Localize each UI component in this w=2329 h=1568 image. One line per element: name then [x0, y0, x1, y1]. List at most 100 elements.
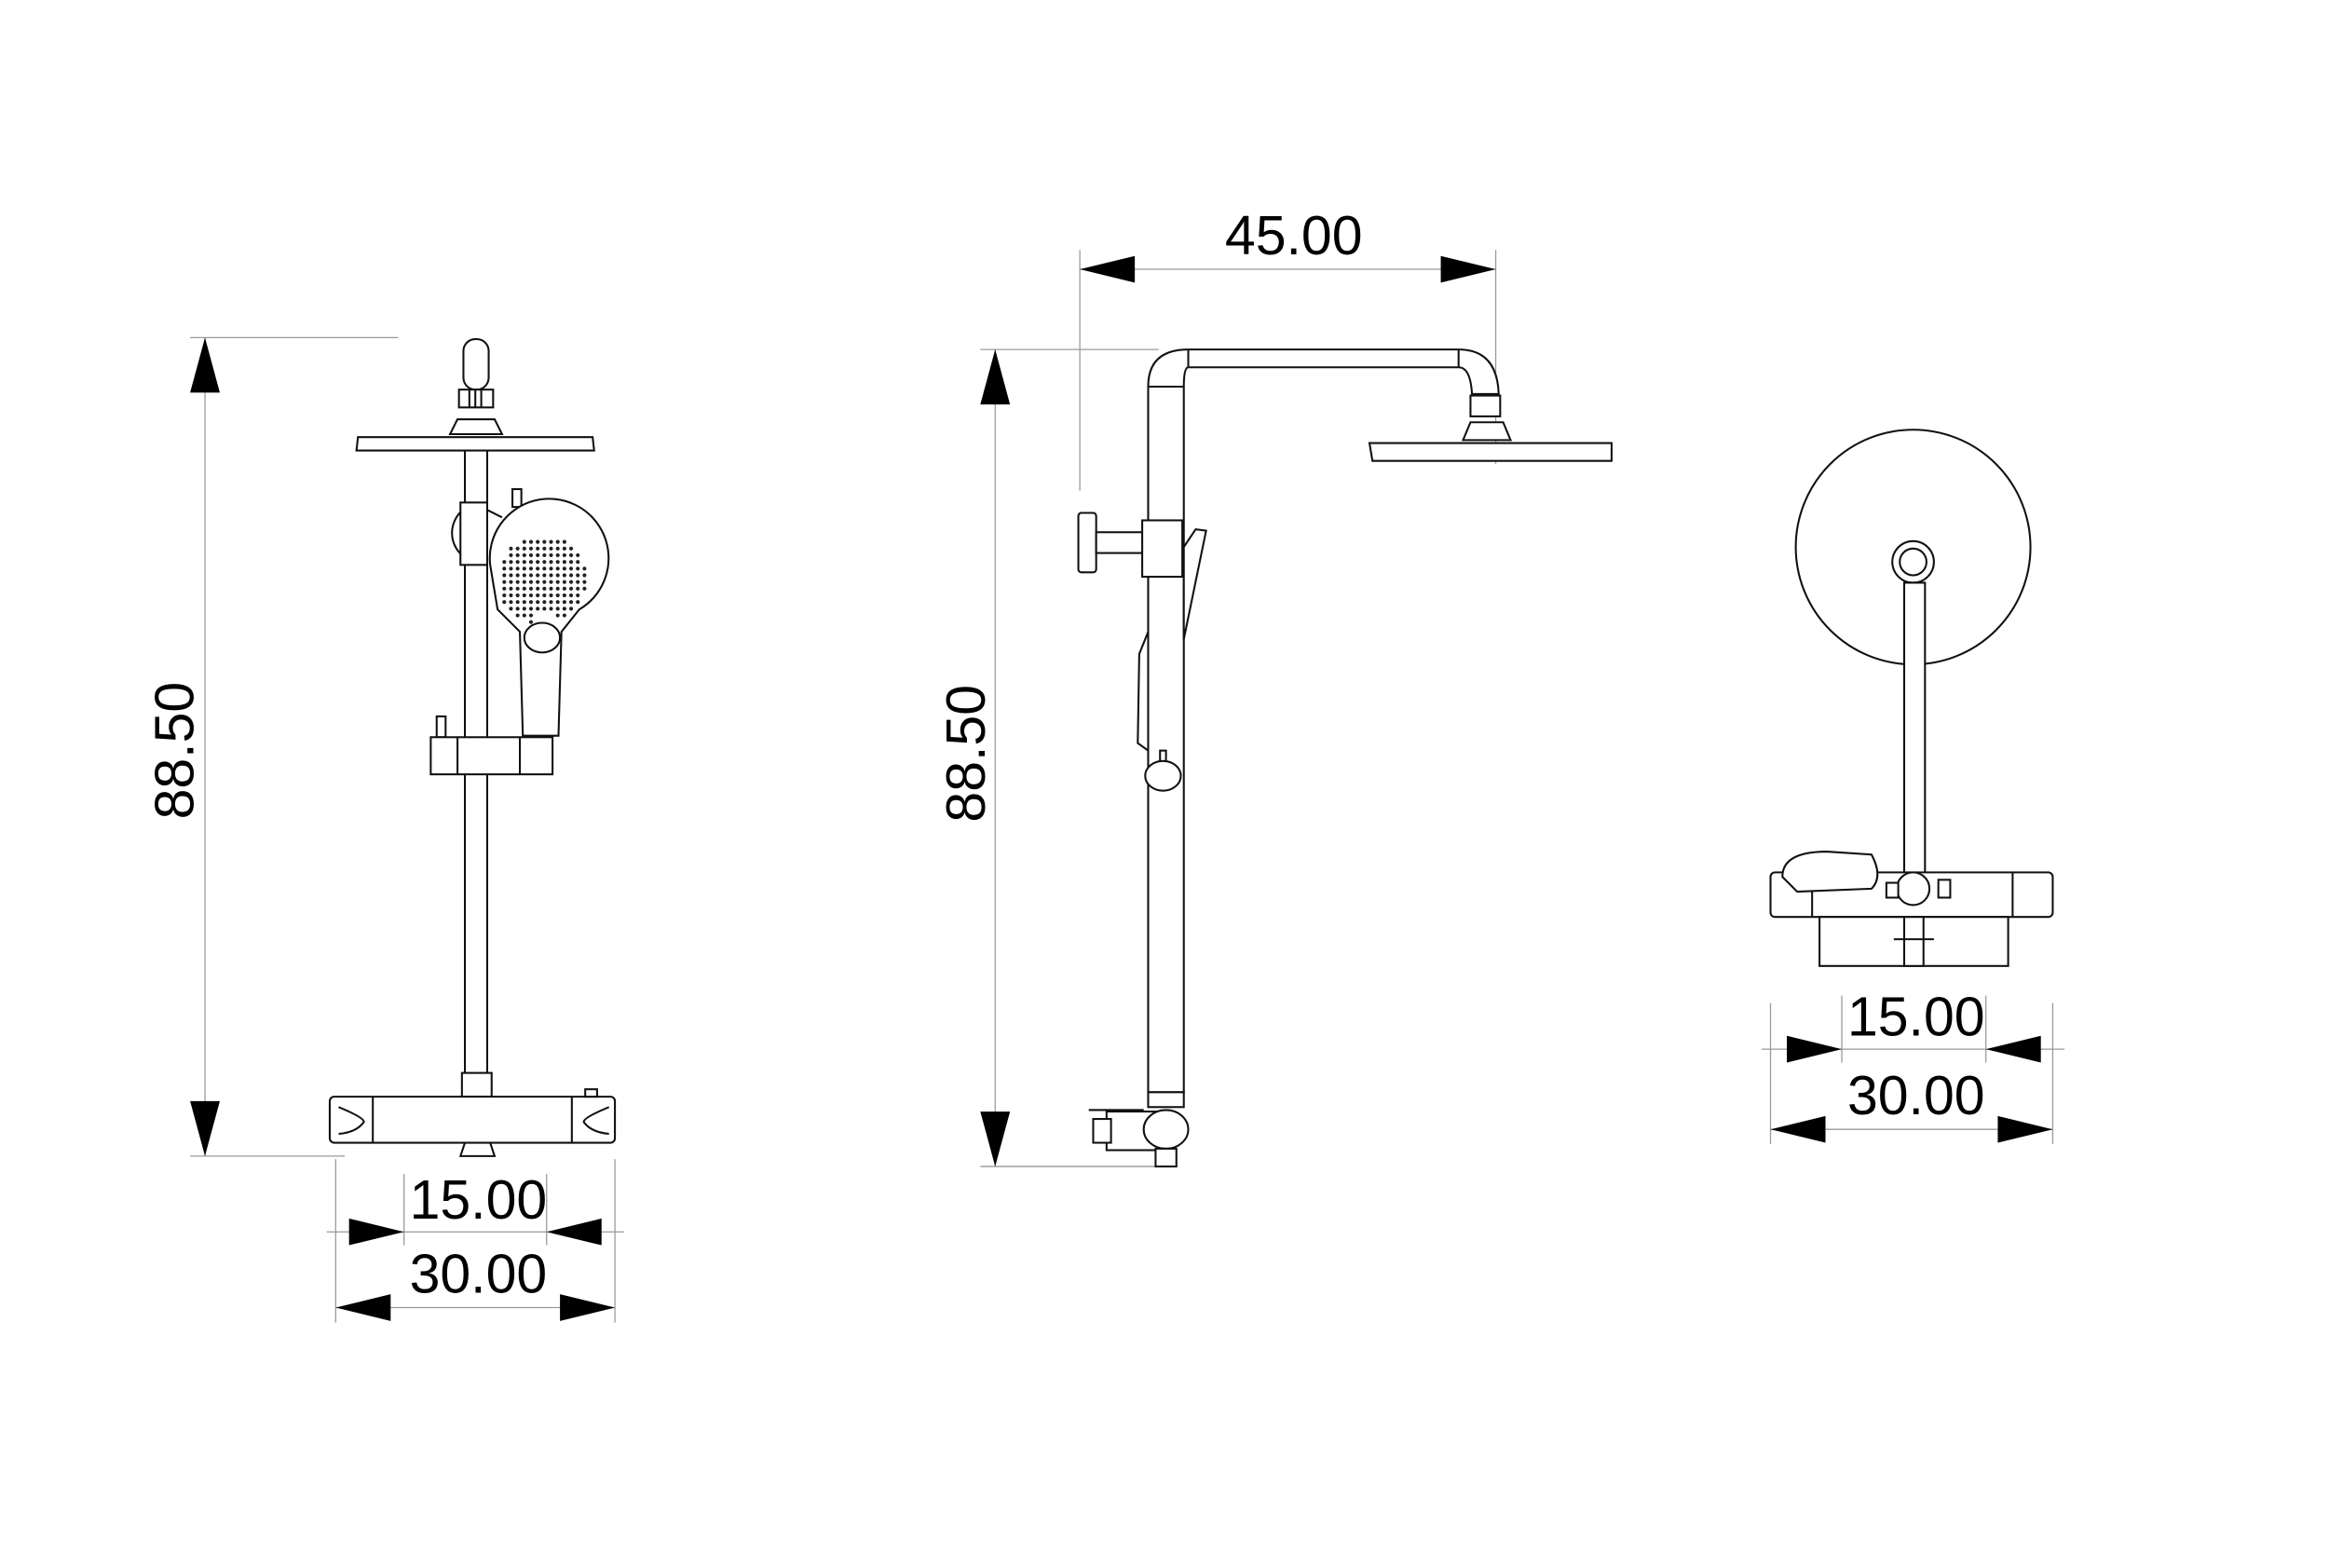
- nozzle-dot: [549, 607, 553, 611]
- nozzle-dot: [515, 566, 520, 571]
- arrow-left: [335, 1294, 391, 1321]
- nozzle-dot: [562, 579, 566, 584]
- nozzle-dot: [536, 586, 540, 591]
- nozzle-dot: [536, 573, 540, 578]
- nozzle-dot: [542, 579, 547, 584]
- nozzle-dot: [522, 579, 526, 584]
- nozzle-dot: [576, 586, 580, 591]
- nozzle-dot: [515, 593, 520, 598]
- nozzle-dot: [536, 539, 540, 544]
- nozzle-dot: [562, 586, 566, 591]
- nozzle-dot: [509, 566, 513, 571]
- nozzle-dot: [528, 546, 534, 551]
- arrow-up: [190, 337, 220, 393]
- nozzle-dot: [522, 552, 526, 558]
- nozzle-dot: [549, 539, 553, 544]
- nozzle-dot: [555, 546, 560, 551]
- nozzle-dot: [555, 566, 560, 571]
- nozzle-dot: [555, 573, 560, 578]
- nozzle-dot: [582, 566, 587, 571]
- nozzle-dot: [509, 593, 513, 598]
- arrow-right: [560, 1294, 616, 1321]
- nozzle-dot: [502, 573, 507, 578]
- nozzle-dot: [502, 586, 507, 591]
- nozzle-dot: [555, 586, 560, 591]
- nozzle-dot: [522, 546, 526, 551]
- nozzle-dot: [549, 546, 553, 551]
- nozzle-dot: [528, 620, 534, 624]
- nozzle-dot: [549, 593, 553, 598]
- outer-width-label: 30.00: [1847, 1065, 1985, 1126]
- nozzle-dot: [536, 607, 540, 611]
- nut: [1469, 394, 1502, 417]
- nozzle-dot: [515, 560, 520, 565]
- nozzle-dot: [542, 560, 547, 565]
- nozzle-dot: [509, 560, 513, 565]
- arrow-left: [1985, 1035, 2041, 1063]
- nozzle-dot: [528, 566, 534, 571]
- height-label: 88.50: [143, 682, 205, 820]
- nozzle-dot: [522, 593, 526, 598]
- nozzle-dot: [542, 600, 547, 605]
- outlet: [1154, 1147, 1178, 1168]
- nozzle-dot: [522, 613, 526, 618]
- nozzle-dot: [555, 579, 560, 584]
- connector-nut: [460, 1071, 493, 1098]
- nozzle-dot: [568, 607, 574, 611]
- nozzle-dot: [536, 546, 540, 551]
- nozzle-dot: [536, 579, 540, 584]
- nozzle-dot: [515, 607, 520, 611]
- nozzle-dot: [528, 593, 534, 598]
- slider: [429, 736, 554, 776]
- nozzle-dot: [522, 573, 526, 578]
- nozzle-dot: [509, 546, 513, 551]
- nozzle-dot: [536, 560, 540, 565]
- inner-width-label: 15.00: [410, 1169, 548, 1231]
- nozzle-dot: [582, 573, 587, 578]
- nozzle-dot: [549, 573, 553, 578]
- spray-button: [523, 621, 562, 654]
- nozzle-dot: [549, 560, 553, 565]
- hand-shower: [1137, 631, 1150, 753]
- nozzle-dot: [509, 579, 513, 584]
- nozzle-dot: [568, 552, 574, 558]
- nozzle-dot: [509, 607, 513, 611]
- rain-shower-head: [355, 436, 595, 452]
- nozzle-dot: [568, 593, 574, 598]
- nozzle-dot: [528, 579, 534, 584]
- nozzle-dot: [509, 573, 513, 578]
- nozzle-dot: [576, 593, 580, 598]
- nozzle-dot: [536, 566, 540, 571]
- nozzle-dot: [576, 552, 580, 558]
- nozzle-dot: [515, 586, 520, 591]
- nozzle-dot: [576, 600, 580, 605]
- nozzle-dot: [509, 586, 513, 591]
- nozzle-dot: [568, 573, 574, 578]
- nozzle-dot: [522, 539, 526, 544]
- outer-width-label: 30.00: [410, 1244, 548, 1305]
- nozzle-dot: [542, 607, 547, 611]
- riser-rail: [1902, 581, 1927, 889]
- nozzle-dot: [542, 573, 547, 578]
- nozzle-dot: [562, 566, 566, 571]
- nozzle-dot: [555, 600, 560, 605]
- nozzle-dot: [555, 593, 560, 598]
- outlet: [458, 1141, 497, 1157]
- nozzle-dot: [536, 593, 540, 598]
- nozzle-dot: [562, 560, 566, 565]
- nozzle-dot: [568, 579, 574, 584]
- spray-nozzles: [502, 539, 587, 624]
- nozzle-dot: [509, 600, 513, 605]
- nozzle-dot: [549, 552, 553, 558]
- nozzle-dot: [582, 579, 587, 584]
- nozzle-dot: [562, 539, 566, 544]
- nozzle-dot: [568, 566, 574, 571]
- nozzle-dot: [562, 552, 566, 558]
- arm-reach-label: 45.00: [1225, 205, 1363, 266]
- wall-bracket: [1141, 519, 1184, 579]
- nozzle-dot: [555, 613, 560, 618]
- nozzle-dot: [562, 546, 566, 551]
- nozzle-dot: [555, 552, 560, 558]
- nozzle-dot: [542, 546, 547, 551]
